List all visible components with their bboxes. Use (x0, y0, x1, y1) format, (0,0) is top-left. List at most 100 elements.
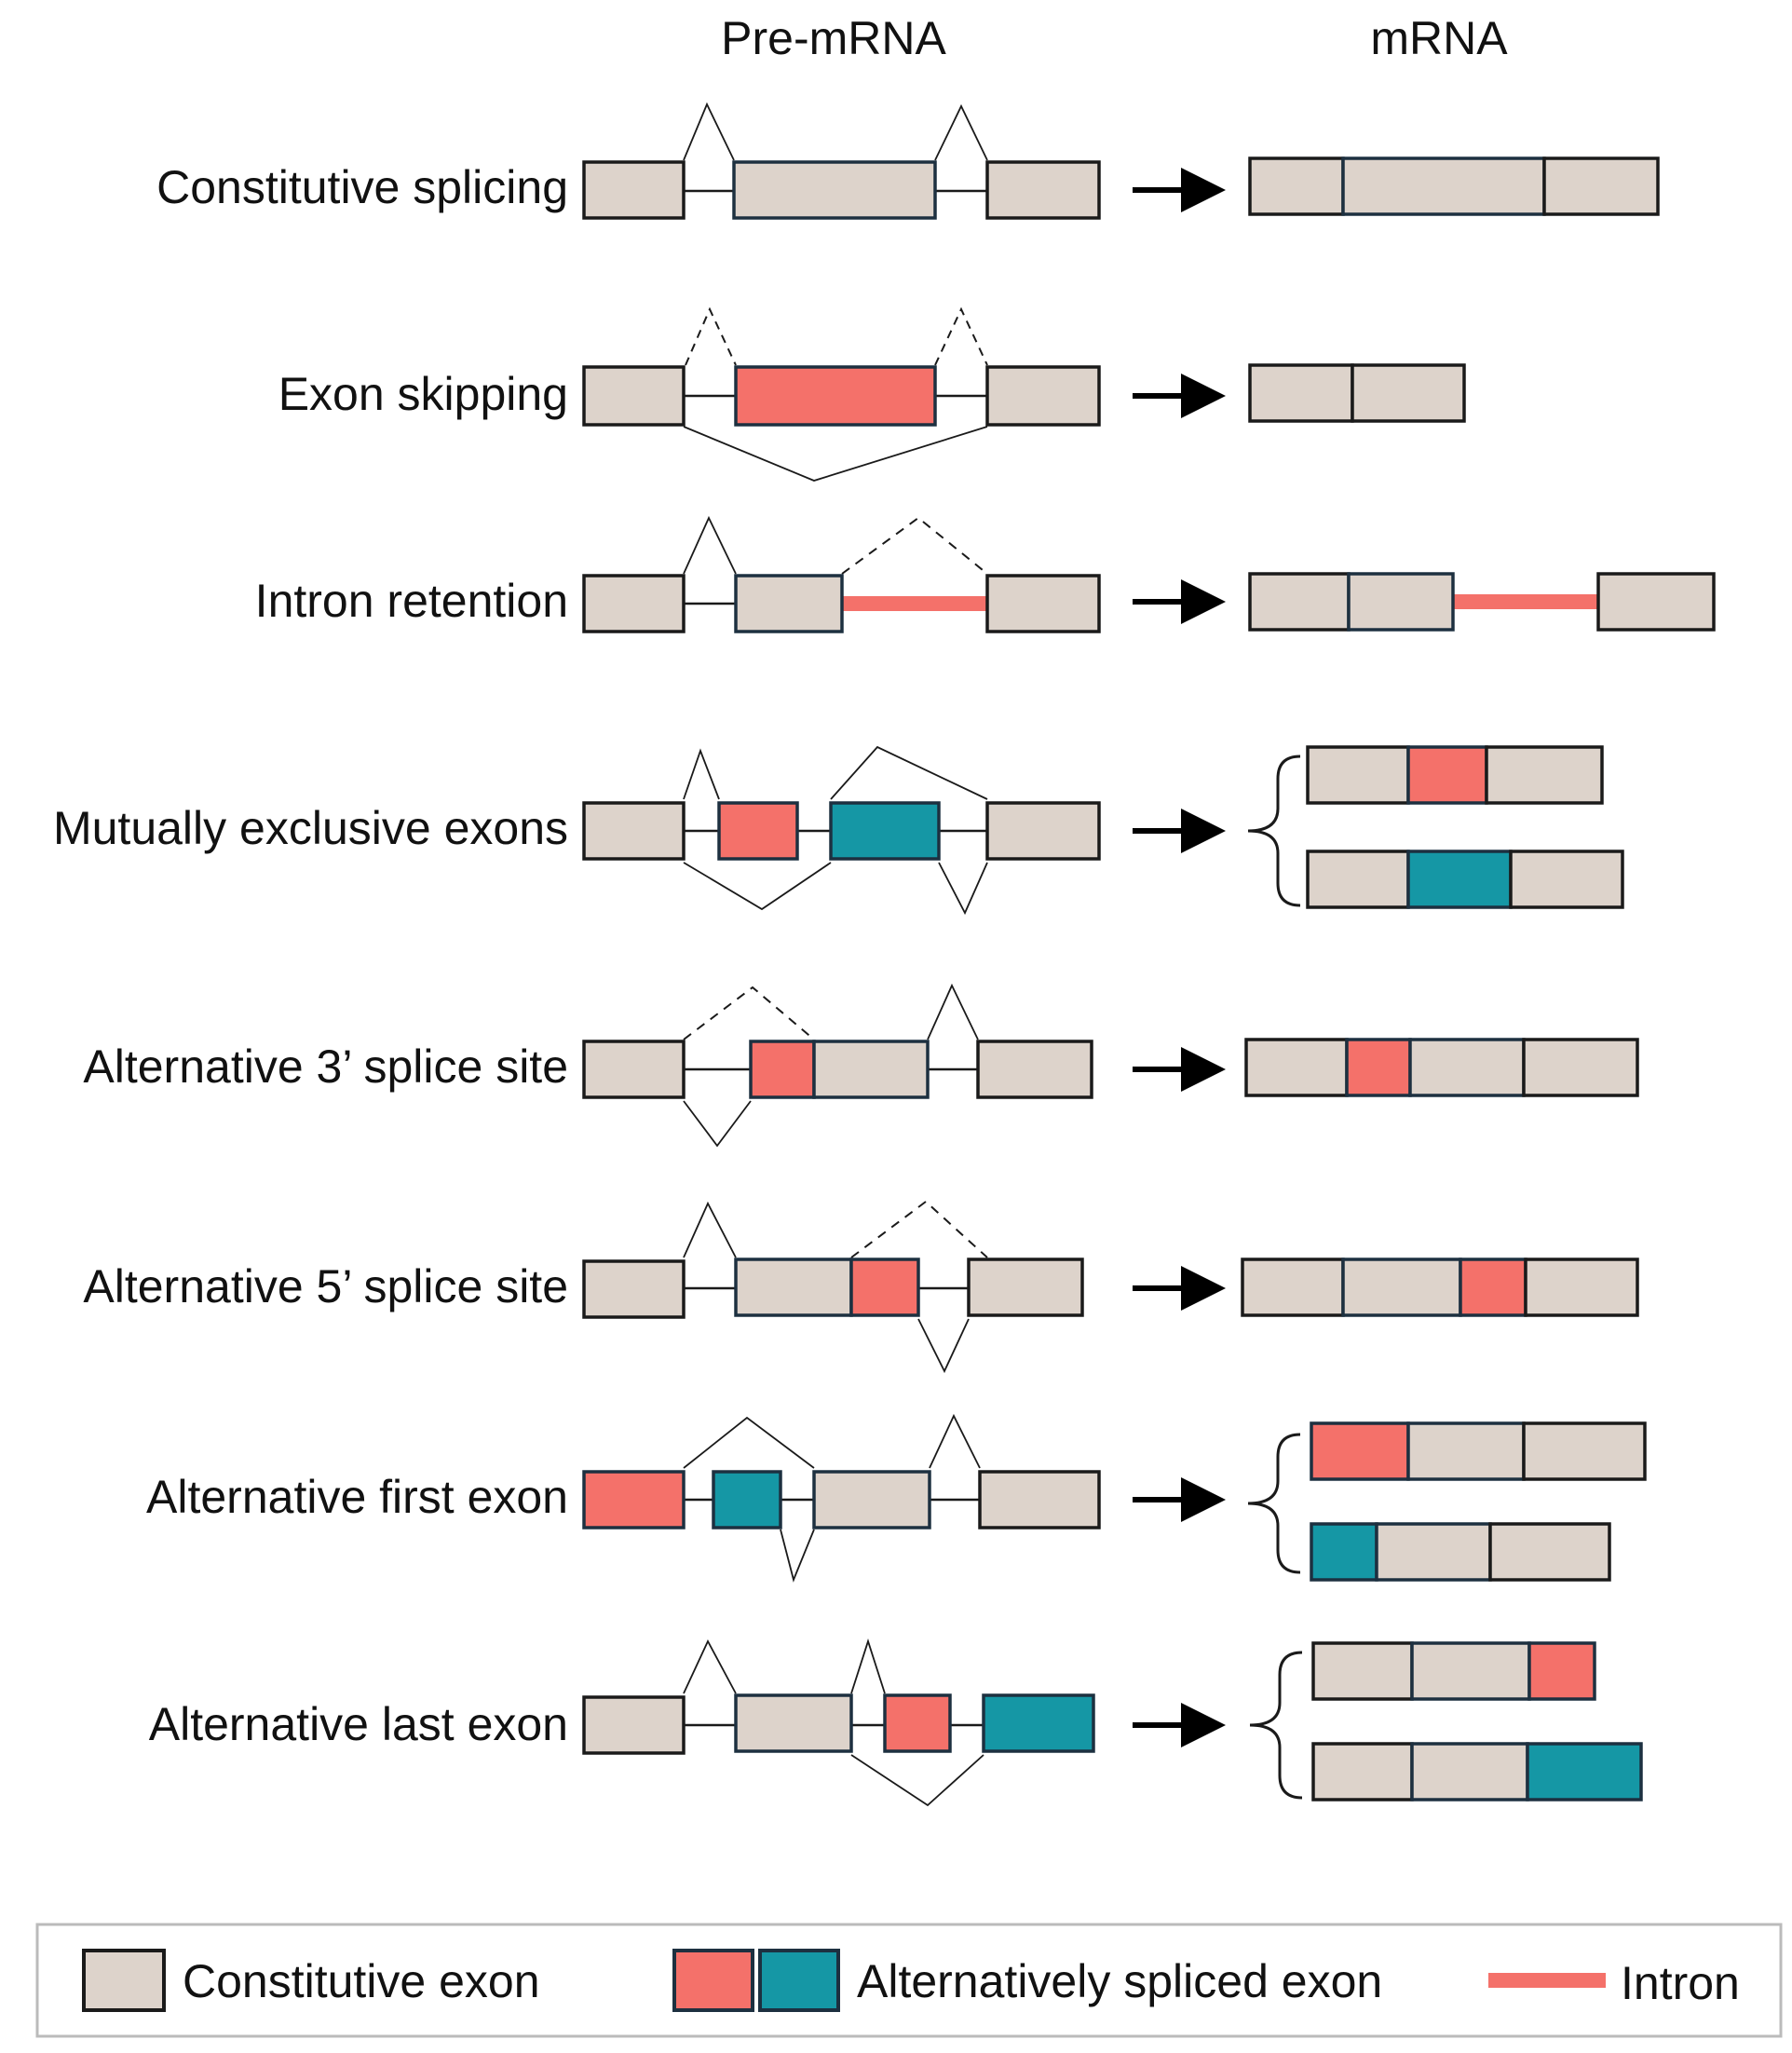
constitutive-exon (1306, 745, 1410, 805)
pre-mrna-alt-first (582, 1413, 1101, 1583)
alternative-exon-red (582, 1470, 686, 1530)
constitutive-exon (1542, 156, 1660, 216)
constitutive-exon (1347, 572, 1455, 632)
mrna-alt-5 (1241, 1258, 1639, 1317)
constitutive-exon (1596, 572, 1716, 632)
constitutive-exon (1351, 363, 1466, 423)
row-label-alternative-last-exon: Alternative last exon (149, 1698, 568, 1750)
mrna-exon-skipping (1248, 363, 1466, 423)
row-alternative-first-exon (582, 1413, 1647, 1583)
constitutive-exon (1522, 1421, 1647, 1481)
row-label-alternative-5-splice-site: Alternative 5’ splice site (83, 1260, 568, 1312)
alternative-exon-red (1527, 1641, 1596, 1701)
legend-alt-teal-swatch (758, 1949, 840, 2012)
mrna-alt-3 (1244, 1038, 1639, 1097)
pre-mrna-exon-skipping (582, 306, 1101, 482)
alternative-exon (749, 1040, 816, 1099)
alternative-exon-teal (712, 1470, 782, 1530)
mrna-alt-last-2 (1311, 1742, 1643, 1801)
legend-intron-label: Intron (1621, 1957, 1740, 2009)
alternative-exon-teal (982, 1693, 1095, 1753)
constitutive-exon (1488, 1522, 1611, 1582)
constitutive-exon (734, 1693, 853, 1753)
alternative-exon-red (1406, 745, 1488, 805)
alternative-exon-red (1310, 1421, 1410, 1481)
mrna-mutually-exclusive-2 (1306, 850, 1624, 909)
constitutive-exon (582, 1040, 686, 1099)
mrna-alt-last-1 (1311, 1641, 1596, 1701)
row-mutually-exclusive-exons (582, 745, 1624, 916)
constitutive-exon (1244, 1038, 1349, 1097)
row-label-alternative-first-exon: Alternative first exon (146, 1471, 568, 1523)
constitutive-exon (1341, 156, 1546, 216)
row-alternative-last-exon (582, 1638, 1643, 1807)
legend: Constitutive exon Alternatively spliced … (35, 1923, 1783, 2038)
constitutive-exon (978, 1470, 1101, 1530)
constitutive-exon (1410, 1641, 1531, 1701)
constitutive-exon (582, 801, 686, 861)
constitutive-exon (1306, 850, 1410, 909)
constitutive-exon (1509, 850, 1624, 909)
constitutive-exon (1410, 1742, 1529, 1801)
alternative-exon-red (717, 801, 799, 861)
constitutive-exon (1406, 1421, 1526, 1481)
alternative-exon-teal (1526, 1742, 1643, 1801)
constitutive-exon (976, 1040, 1093, 1099)
alternative-exon-teal (1406, 850, 1513, 909)
alternative-exon (734, 365, 937, 427)
constitutive-exon (1248, 572, 1351, 632)
constitutive-exon (1341, 1258, 1462, 1317)
mrna-header: mRNA (1370, 12, 1508, 64)
constitutive-exon (582, 1695, 686, 1755)
legend-constitutive-label: Constitutive exon (183, 1955, 540, 2007)
row-label-alternative-3-splice-site: Alternative 3’ splice site (83, 1040, 568, 1093)
curly-brace (1247, 1433, 1301, 1574)
mrna-constitutive (1248, 156, 1660, 216)
constitutive-exon (985, 801, 1101, 861)
row-label-exon-skipping: Exon skipping (278, 368, 568, 420)
constitutive-exon (1522, 1038, 1639, 1097)
mrna-alt-first-1 (1310, 1421, 1647, 1481)
mrna-mutually-exclusive-1 (1306, 745, 1604, 805)
pre-mrna-constitutive (582, 102, 1101, 220)
constitutive-exon (1311, 1641, 1414, 1701)
constitutive-exon (812, 1470, 931, 1530)
mrna-alt-first-2 (1310, 1522, 1611, 1582)
alternative-exon (1345, 1038, 1412, 1097)
constitutive-exon (812, 1040, 930, 1099)
row-exon-skipping (582, 306, 1466, 482)
pre-mrna-alt-last (582, 1638, 1095, 1807)
constitutive-exon (1524, 1258, 1639, 1317)
curly-brace (1249, 1651, 1303, 1800)
constitutive-exon (734, 1258, 853, 1317)
constitutive-exon (582, 1259, 686, 1319)
alternative-exon (1459, 1258, 1527, 1317)
constitutive-exon (1485, 745, 1604, 805)
row-alternative-3-splice-site (582, 983, 1639, 1148)
alternative-exon-red (883, 1693, 952, 1753)
constitutive-exon (967, 1258, 1084, 1317)
constitutive-exon (985, 574, 1101, 633)
row-constitutive-splicing (582, 102, 1660, 220)
constitutive-exon (582, 160, 686, 220)
constitutive-exon (1241, 1258, 1345, 1317)
constitutive-exon (582, 365, 686, 427)
pre-mrna-intron-retention (582, 515, 1101, 633)
legend-alt-red-swatch (672, 1949, 754, 2012)
row-label-mutually-exclusive-exons: Mutually exclusive exons (53, 802, 568, 854)
alternative-exon-teal (1310, 1522, 1378, 1582)
constitutive-exon (1311, 1742, 1414, 1801)
alternative-exon (849, 1258, 920, 1317)
constitutive-exon (1408, 1038, 1526, 1097)
mrna-intron-retention (1248, 572, 1716, 632)
curly-brace (1247, 755, 1301, 907)
row-label-constitutive-splicing: Constitutive splicing (156, 161, 568, 213)
pre-mrna-mutually-exclusive (582, 745, 1101, 916)
pre-mrna-header: Pre-mRNA (721, 12, 946, 64)
constitutive-exon (985, 160, 1101, 220)
alternative-exon-teal (829, 801, 941, 861)
constitutive-exon (985, 365, 1101, 427)
constitutive-exon (1248, 156, 1345, 216)
row-intron-retention (582, 515, 1716, 633)
legend-alternative-label: Alternatively spliced exon (857, 1955, 1382, 2007)
